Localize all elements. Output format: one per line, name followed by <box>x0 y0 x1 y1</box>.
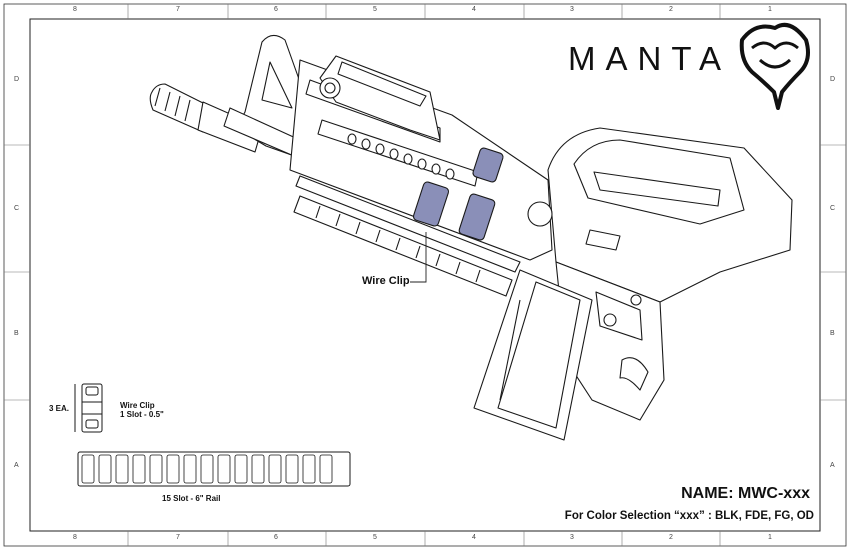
zone-col-7-top: 7 <box>176 6 180 13</box>
brand-wordmark: MANTA <box>568 40 732 77</box>
zone-col-6-top: 6 <box>274 6 278 13</box>
legend-wire-clip-drawing <box>74 383 103 433</box>
zone-row-c-left: C <box>14 205 20 212</box>
zone-col-8-top: 8 <box>73 6 77 13</box>
legend-clip-size: 1 Slot - 0.5" <box>120 410 164 419</box>
legend-quantity: 3 EA. <box>49 404 70 413</box>
upper-receiver <box>527 127 793 303</box>
zone-col-4-bottom: 4 <box>472 534 476 541</box>
legend-rail-label: 15 Slot - 6" Rail <box>162 494 221 503</box>
zone-col-5-top: 5 <box>373 6 377 13</box>
rifle-assembly-drawing <box>149 34 793 441</box>
zone-row-c-right: C <box>830 205 836 212</box>
zone-row-a-right: A <box>830 462 835 469</box>
legend-rail-drawing <box>77 451 351 487</box>
front-sight <box>223 34 311 159</box>
zone-row-b-left: B <box>14 330 19 337</box>
lower-rail <box>293 195 513 297</box>
wire-clip-parts <box>412 147 504 241</box>
zone-col-3-top: 3 <box>570 6 574 13</box>
color-selection-note: For Color Selection “xxx” : BLK, FDE, FG… <box>564 510 814 522</box>
magazine <box>473 269 593 441</box>
zone-col-2-top: 2 <box>669 6 673 13</box>
zone-col-5-bottom: 5 <box>373 534 377 541</box>
top-rail-block <box>319 55 441 141</box>
zone-col-4-top: 4 <box>472 6 476 13</box>
zone-col-1-bottom: 1 <box>768 534 772 541</box>
manta-ray-emblem-icon <box>739 23 810 110</box>
vent-holes <box>347 133 455 180</box>
zone-row-d-left: D <box>14 76 20 83</box>
zone-col-8-bottom: 8 <box>73 534 77 541</box>
zone-col-3-bottom: 3 <box>570 534 574 541</box>
zone-col-2-bottom: 2 <box>669 534 673 541</box>
part-name-title: NAME: MWC-xxx <box>681 485 810 502</box>
wire-clip-leader <box>410 232 427 283</box>
zone-col-1-top: 1 <box>768 6 772 13</box>
wire-clip-callout: Wire Clip <box>362 275 410 287</box>
zone-col-6-bottom: 6 <box>274 534 278 541</box>
zone-row-a-left: A <box>14 462 19 469</box>
zone-row-b-right: B <box>830 330 835 337</box>
zone-ticks <box>4 4 846 546</box>
zone-row-d-right: D <box>830 76 836 83</box>
zone-col-7-bottom: 7 <box>176 534 180 541</box>
legend-clip-name: Wire Clip <box>120 401 155 410</box>
